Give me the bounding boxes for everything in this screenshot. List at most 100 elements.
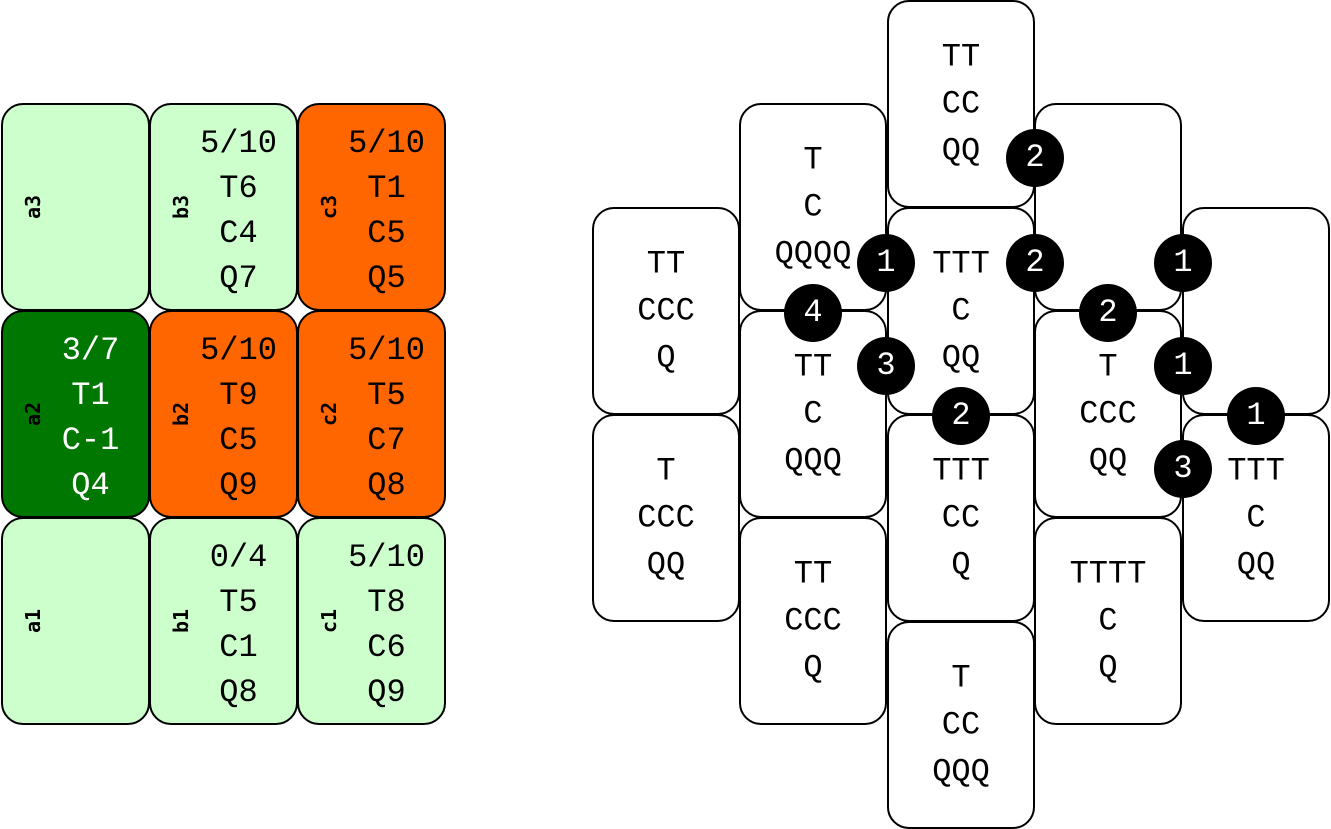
- tile-values: TTT C QQ: [1184, 448, 1328, 589]
- cell-value-line: T9: [219, 377, 258, 414]
- tile-value-line: QQQ: [784, 442, 842, 480]
- hex-tile[interactable]: T CCC QQ: [592, 414, 740, 622]
- tile-value-line: C: [951, 292, 971, 330]
- cell-value-line: Q4: [71, 467, 110, 504]
- tile-value-line: T: [803, 141, 823, 179]
- edge-count-badge: 2: [932, 387, 990, 445]
- tile-value-line: CCC: [637, 499, 695, 537]
- tile-value-line: CCC: [637, 292, 695, 330]
- cell-value-line: 3/7: [61, 332, 120, 369]
- tile-value-line: C: [803, 188, 823, 226]
- tile-value-line: TT: [793, 555, 833, 593]
- cell-value-line: 5/10: [348, 332, 425, 369]
- tile-value-line: T: [656, 452, 676, 490]
- cell-value-line: Q8: [219, 674, 258, 711]
- tile-value-line: TTT: [1227, 452, 1285, 490]
- edge-count-badge: 4: [784, 284, 842, 342]
- cell-value-line: C4: [219, 215, 258, 252]
- tile-values: TTT C QQ: [889, 241, 1033, 382]
- cell-value-line: C7: [367, 422, 406, 459]
- tile-value-line: QQ: [1236, 546, 1276, 584]
- tile-values: TTT CC Q: [889, 448, 1033, 589]
- cell-value-line: T8: [367, 584, 406, 621]
- tile-value-line: C: [803, 395, 823, 433]
- cell-value-line: C5: [219, 422, 258, 459]
- cell-value-line: 5/10: [200, 332, 277, 369]
- edge-count-badge: 1: [1227, 387, 1285, 445]
- edge-count-badge: 3: [1154, 440, 1212, 498]
- tile-values: TT CC QQ: [889, 34, 1033, 175]
- hex-tile[interactable]: TT CCC Q: [592, 207, 740, 415]
- tile-value-line: C: [1098, 602, 1118, 640]
- tile-value-line: TTT: [932, 452, 990, 490]
- cell-value-line: C5: [367, 215, 406, 252]
- hex-tile[interactable]: T CC QQQ: [887, 621, 1035, 829]
- tile-value-line: QQ: [646, 546, 686, 584]
- tile-values: T CCC QQ: [594, 448, 738, 589]
- tile-value-line: Q: [1098, 649, 1118, 687]
- cell-value-line: T1: [367, 170, 406, 207]
- hex-tile[interactable]: TTT CC Q: [887, 414, 1035, 622]
- tile-value-line: QQ: [941, 132, 981, 170]
- tile-value-line: QQ: [1088, 442, 1128, 480]
- tile-value-line: CC: [941, 85, 981, 123]
- tile-values: T CCC QQ: [1036, 344, 1180, 485]
- tile-value-line: C: [1246, 499, 1266, 537]
- cell-value-line: T6: [219, 170, 258, 207]
- tile-values: T CC QQQ: [889, 655, 1033, 796]
- edge-count-badge: 2: [1006, 129, 1064, 187]
- cell-value-line: T5: [367, 377, 406, 414]
- cell-value-line: Q9: [219, 467, 258, 504]
- grid-cell-a1[interactable]: a1: [1, 517, 150, 725]
- cell-value-line: 0/4: [209, 539, 268, 576]
- tile-value-line: T: [1098, 348, 1118, 386]
- tile-value-line: QQQQ: [774, 235, 852, 273]
- tile-value-line: CCC: [1079, 395, 1137, 433]
- tile-value-line: TT: [941, 38, 981, 76]
- tile-value-line: QQ: [941, 339, 981, 377]
- cell-value-line: 5/10: [200, 125, 277, 162]
- hex-tile[interactable]: TTT C QQ: [887, 207, 1035, 415]
- cell-value-line: C-1: [61, 422, 120, 459]
- edge-count-badge: 3: [857, 337, 915, 395]
- cell-value-line: 5/10: [348, 125, 425, 162]
- tile-value-line: CC: [941, 706, 981, 744]
- tile-value-line: TTTT: [1069, 555, 1147, 593]
- tile-value-line: QQQ: [932, 753, 990, 791]
- tile-value-line: Q: [803, 649, 823, 687]
- tile-value-line: TT: [646, 245, 686, 283]
- cell-value-line: 5/10: [348, 539, 425, 576]
- edge-count-badge: 2: [1006, 234, 1064, 292]
- cell-value-line: Q9: [367, 674, 406, 711]
- tile-value-line: Q: [656, 339, 676, 377]
- cell-value-line: T1: [71, 377, 110, 414]
- tile-value-line: Q: [951, 546, 971, 584]
- cell-value-line: T5: [219, 584, 258, 621]
- cell-value-line: Q5: [367, 260, 406, 297]
- tile-value-line: CCC: [784, 602, 842, 640]
- grid-cell-a3[interactable]: a3: [1, 103, 150, 311]
- tile-value-line: T: [951, 659, 971, 697]
- hex-tile[interactable]: TTT C QQ: [1182, 414, 1330, 622]
- tile-value-line: TTT: [932, 245, 990, 283]
- tile-value-line: CC: [941, 499, 981, 537]
- tile-values: TT CCC Q: [741, 551, 885, 692]
- cell-value-line: Q8: [367, 467, 406, 504]
- edge-count-badge: 1: [857, 234, 915, 292]
- cell-value-line: C6: [367, 629, 406, 666]
- hex-tile[interactable]: TT CCC Q: [739, 517, 887, 725]
- edge-count-badge: 2: [1079, 284, 1137, 342]
